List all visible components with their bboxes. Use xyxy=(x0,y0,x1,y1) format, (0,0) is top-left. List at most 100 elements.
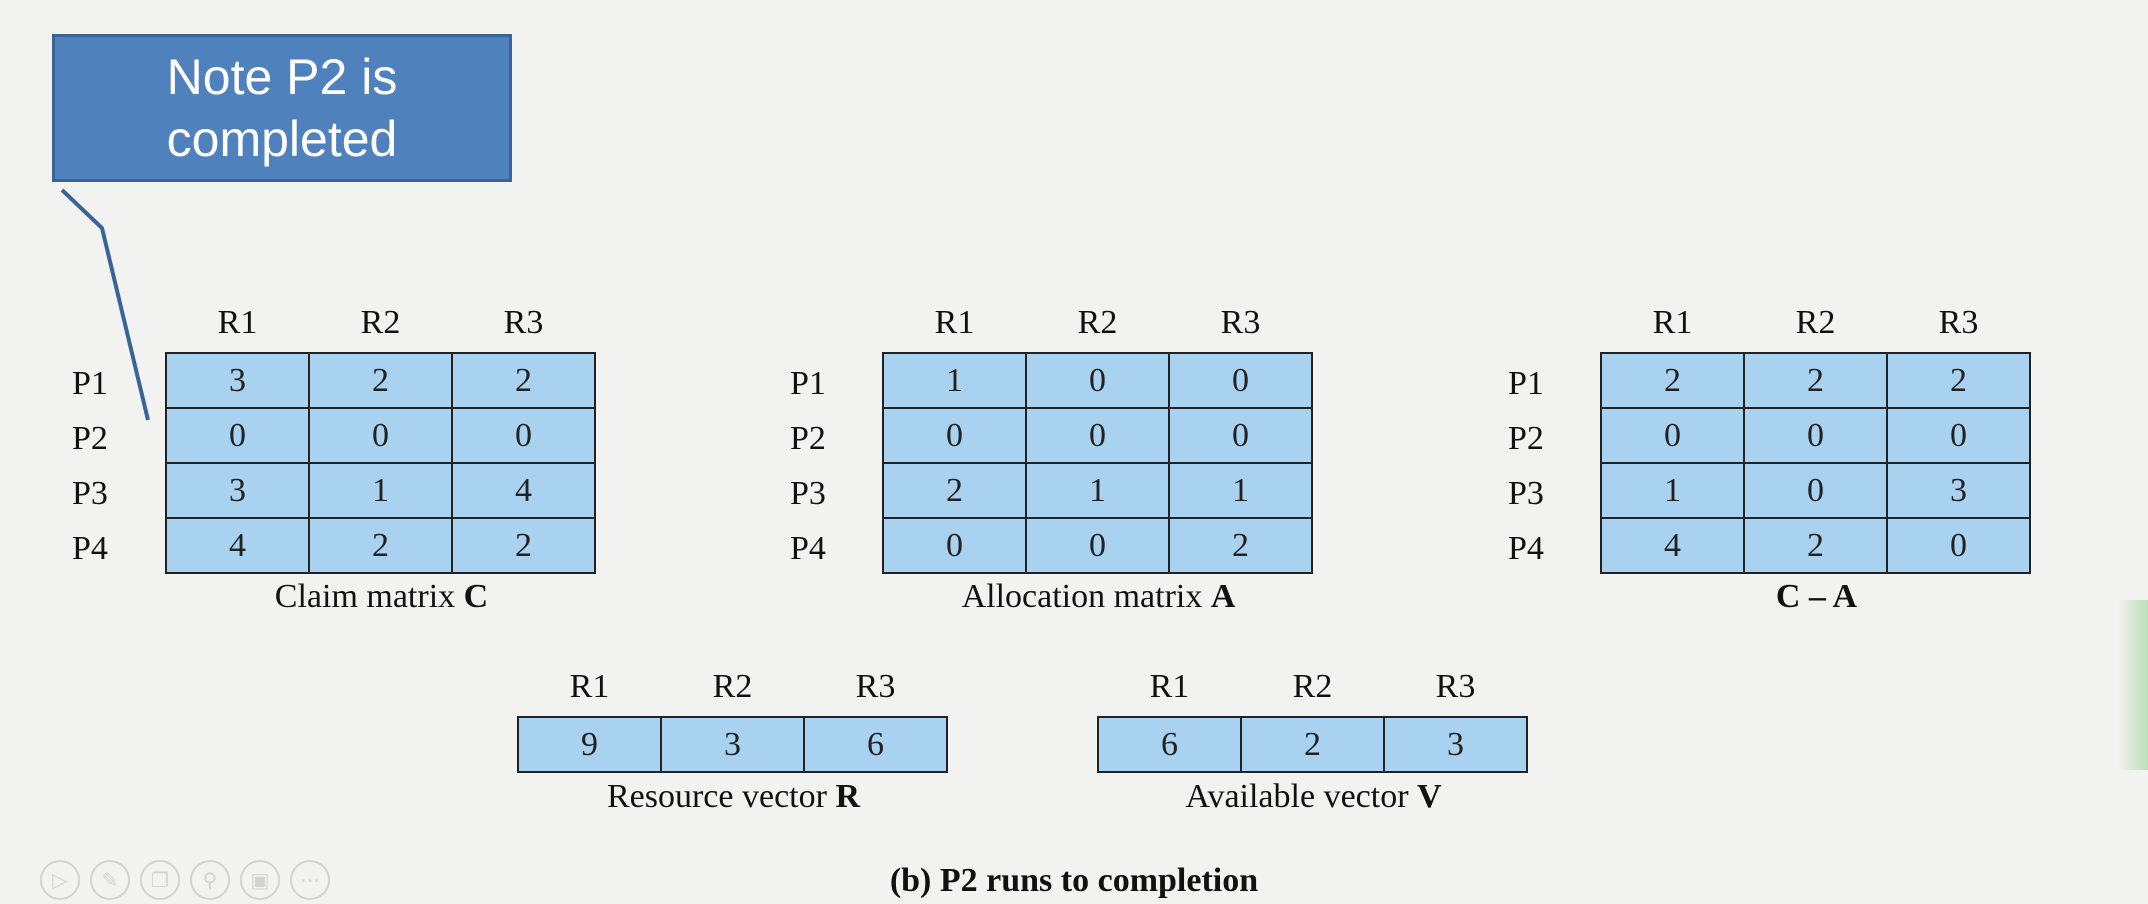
row-label: P2 xyxy=(790,420,826,457)
cell: 0 xyxy=(1168,352,1313,409)
allocation-matrix-caption: Allocation matrix A xyxy=(882,578,1315,616)
cell: 2 xyxy=(1743,517,1888,574)
row-label: P2 xyxy=(72,420,108,457)
cell: 0 xyxy=(1886,407,2031,464)
col-header: R1 xyxy=(1652,304,1693,341)
col-header: R2 xyxy=(712,668,753,705)
col-header: R3 xyxy=(1435,668,1476,705)
cell: 1 xyxy=(1168,462,1313,519)
cell: 0 xyxy=(1743,407,1888,464)
cell: 1 xyxy=(1600,462,1745,519)
play-icon[interactable]: ▷ xyxy=(40,860,80,900)
camera-icon[interactable]: ▣ xyxy=(240,860,280,900)
claim-matrix-col-headers: R1 R2 R3 xyxy=(166,304,595,342)
cell: 2 xyxy=(451,352,596,409)
col-header: R3 xyxy=(1938,304,1979,341)
caption-symbol: V xyxy=(1417,778,1442,815)
need-matrix-caption: C – A xyxy=(1600,578,2033,616)
caption-text: Resource vector xyxy=(606,778,836,815)
more-icon[interactable]: ⋯ xyxy=(290,860,330,900)
cell: 0 xyxy=(1025,407,1170,464)
caption-symbol: C xyxy=(463,578,489,615)
cell: 2 xyxy=(308,517,453,574)
cell: 0 xyxy=(1743,462,1888,519)
cell: 0 xyxy=(1600,407,1745,464)
cell: 2 xyxy=(1240,716,1385,773)
caption-symbol: R xyxy=(835,778,861,815)
note-callout: Note P2 is completed xyxy=(52,34,512,182)
claim-matrix-row-labels: P1 P2 P3 P4 xyxy=(72,356,108,576)
resource-vector-col-headers: R1 R2 R3 xyxy=(518,668,947,706)
cell: 1 xyxy=(882,352,1027,409)
cell: 1 xyxy=(1025,462,1170,519)
row-label: P3 xyxy=(790,475,826,512)
callout-line-1: Note P2 is xyxy=(166,49,398,105)
claim-matrix-caption: Claim matrix C xyxy=(165,578,598,616)
callout-line-2: completed xyxy=(166,111,398,167)
resource-vector-caption: Resource vector R xyxy=(517,778,950,816)
caption-text: Allocation matrix xyxy=(961,578,1211,615)
cell: 4 xyxy=(165,517,310,574)
cell: 0 xyxy=(1168,407,1313,464)
cell: 3 xyxy=(165,352,310,409)
cell: 0 xyxy=(1886,517,2031,574)
need-matrix-col-headers: R1 R2 R3 xyxy=(1601,304,2030,342)
caption-text: Available vector xyxy=(1185,778,1418,815)
cell: 0 xyxy=(165,407,310,464)
row-label: P1 xyxy=(72,365,108,402)
cell: 2 xyxy=(1600,352,1745,409)
col-header: R3 xyxy=(1220,304,1261,341)
available-vector-caption: Available vector V xyxy=(1097,778,1530,816)
cell: 6 xyxy=(1097,716,1242,773)
copy-icon[interactable]: ❐ xyxy=(140,860,180,900)
zoom-icon[interactable]: ⚲ xyxy=(190,860,230,900)
figure-caption: (b) P2 runs to completion xyxy=(889,862,1259,899)
cell: 3 xyxy=(165,462,310,519)
caption-symbol: C – A xyxy=(1775,578,1858,615)
row-label: P3 xyxy=(1508,475,1544,512)
cell: 0 xyxy=(882,517,1027,574)
row-label: P1 xyxy=(1508,365,1544,402)
pen-icon[interactable]: ✎ xyxy=(90,860,130,900)
cell: 0 xyxy=(1025,517,1170,574)
caption-text: Claim matrix xyxy=(274,578,464,615)
col-header: R3 xyxy=(503,304,544,341)
col-header: R2 xyxy=(1077,304,1118,341)
row-label: P1 xyxy=(790,365,826,402)
cell: 4 xyxy=(451,462,596,519)
col-header: R2 xyxy=(1292,668,1333,705)
cell: 0 xyxy=(308,407,453,464)
edge-decoration xyxy=(2118,600,2148,770)
col-header: R1 xyxy=(569,668,610,705)
cell: 3 xyxy=(1886,462,2031,519)
cell: 3 xyxy=(1383,716,1528,773)
col-header: R1 xyxy=(1149,668,1190,705)
row-label: P4 xyxy=(72,530,108,567)
cell: 6 xyxy=(803,716,948,773)
need-matrix-row-labels: P1 P2 P3 P4 xyxy=(1508,356,1544,576)
col-header: R2 xyxy=(360,304,401,341)
caption-symbol: A xyxy=(1210,578,1236,615)
cell: 9 xyxy=(517,716,662,773)
col-header: R3 xyxy=(855,668,896,705)
presenter-toolbar: ▷ ✎ ❐ ⚲ ▣ ⋯ xyxy=(40,860,330,900)
allocation-matrix-col-headers: R1 R2 R3 xyxy=(883,304,1312,342)
row-label: P4 xyxy=(1508,530,1544,567)
available-vector-col-headers: R1 R2 R3 xyxy=(1098,668,1527,706)
